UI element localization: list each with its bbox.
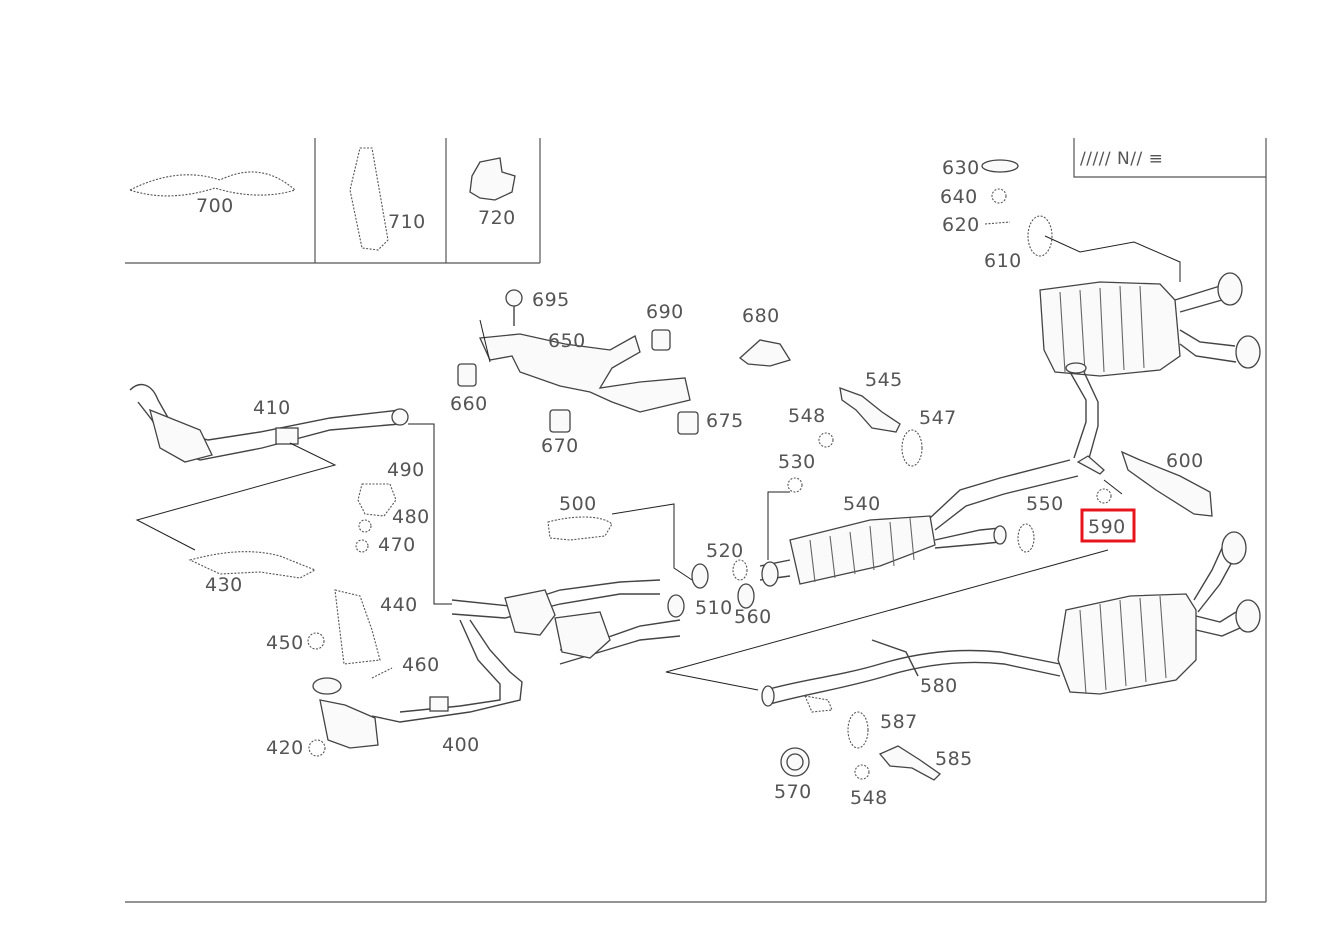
part-label-690[interactable]: 690 xyxy=(646,301,684,323)
part-520-clamp[interactable]: 520 xyxy=(706,540,748,581)
part-695-bolt[interactable]: 695 xyxy=(505,289,570,326)
part-545-bracket[interactable]: 545 xyxy=(839,369,903,433)
part-label-660[interactable]: 660 xyxy=(450,393,488,415)
rear-silencer-right[interactable] xyxy=(1039,235,1261,463)
part-570-clamp[interactable]: 570 xyxy=(774,747,812,803)
part-540-middle-silencer[interactable]: 540 xyxy=(759,459,1079,587)
part-label-547[interactable]: 547 xyxy=(919,407,957,429)
part-label-670[interactable]: 670 xyxy=(541,435,579,457)
part-label-695[interactable]: 695 xyxy=(532,289,570,311)
part-label-548-bottom[interactable]: 548 xyxy=(850,787,888,809)
part-440-bracket[interactable]: 440 xyxy=(334,589,418,665)
part-670-clip[interactable]: 670 xyxy=(541,409,579,457)
part-410-front-pipe-right[interactable]: 410 xyxy=(129,383,409,463)
part-label-440[interactable]: 440 xyxy=(380,594,418,616)
part-label-650[interactable]: 650 xyxy=(548,330,586,352)
part-label-530[interactable]: 530 xyxy=(778,451,816,473)
part-label-490[interactable]: 490 xyxy=(387,459,425,481)
part-630-gasket[interactable]: 630 xyxy=(942,157,1019,179)
part-label-410[interactable]: 410 xyxy=(253,397,291,419)
part-label-710[interactable]: 710 xyxy=(388,211,426,233)
part-660-clip[interactable]: 660 xyxy=(450,363,488,415)
part-620-bolt[interactable]: 620 xyxy=(942,214,1011,236)
part-550-rubber-mount[interactable]: 550 xyxy=(1017,493,1064,553)
part-label-680[interactable]: 680 xyxy=(742,305,780,327)
part-690-clip[interactable]: 690 xyxy=(646,301,684,351)
part-label-640[interactable]: 640 xyxy=(940,186,978,208)
part-640-washer[interactable]: 640 xyxy=(940,186,1007,208)
part-label-400[interactable]: 400 xyxy=(442,734,480,756)
leader-580-box xyxy=(665,549,1109,691)
part-label-510[interactable]: 510 xyxy=(695,597,733,619)
part-label-610[interactable]: 610 xyxy=(984,250,1022,272)
part-label-630[interactable]: 630 xyxy=(942,157,980,179)
part-480-nut[interactable]: 480 xyxy=(358,506,430,533)
part-650-heat-shield-bracket[interactable]: 650 xyxy=(479,319,691,413)
part-label-720[interactable]: 720 xyxy=(478,207,516,229)
part-610-rubber-mount[interactable]: 610 xyxy=(984,215,1053,272)
part-490-rubber-mount[interactable]: 490 xyxy=(357,459,425,517)
part-470-bolt[interactable]: 470 xyxy=(355,534,416,556)
part-600-hanger-bracket[interactable]: 600 xyxy=(1120,450,1213,517)
part-label-548-top[interactable]: 548 xyxy=(788,405,826,427)
part-510-clamp[interactable]: 510 xyxy=(667,563,733,619)
manufacturer-logo: ∕∕∕∕∕ N∕∕ ≡ xyxy=(1080,149,1163,169)
part-label-545[interactable]: 545 xyxy=(865,369,903,391)
part-label-420[interactable]: 420 xyxy=(266,737,304,759)
part-label-470[interactable]: 470 xyxy=(378,534,416,556)
part-label-430[interactable]: 430 xyxy=(205,574,243,596)
part-560-ring[interactable]: 560 xyxy=(734,583,772,628)
part-label-550[interactable]: 550 xyxy=(1026,493,1064,515)
part-547-rubber-mount[interactable]: 547 xyxy=(901,407,957,467)
part-label-560[interactable]: 560 xyxy=(734,606,772,628)
part-587-rubber-mount[interactable]: 587 xyxy=(847,711,918,749)
part-585-bracket[interactable]: 585 xyxy=(878,745,973,781)
part-430-heat-shield[interactable]: 430 xyxy=(188,551,317,596)
part-label-520[interactable]: 520 xyxy=(706,540,744,562)
part-460-bolt[interactable]: 460 xyxy=(371,654,440,679)
part-450-nut[interactable]: 450 xyxy=(266,632,325,654)
part-548-nut-bottom[interactable]: 548 xyxy=(850,764,888,809)
highlight-box-590 xyxy=(1080,508,1136,543)
part-label-580[interactable]: 580 xyxy=(920,675,958,697)
leader-410 xyxy=(408,423,452,605)
leader-430-box xyxy=(135,442,337,551)
part-680-bracket[interactable]: 680 xyxy=(738,305,792,367)
part-548-nut-top[interactable]: 548 xyxy=(788,405,834,448)
part-label-620[interactable]: 620 xyxy=(942,214,980,236)
part-label-600[interactable]: 600 xyxy=(1166,450,1204,472)
part-530-clamp[interactable]: 530 xyxy=(767,451,816,560)
part-400-front-pipe-assembly[interactable]: 400 xyxy=(312,579,681,756)
part-420-gasket[interactable]: 420 xyxy=(266,737,326,759)
part-label-460[interactable]: 460 xyxy=(402,654,440,676)
part-label-500[interactable]: 500 xyxy=(559,493,597,515)
part-720-bracket-inset[interactable]: 720 xyxy=(469,157,516,229)
part-label-585[interactable]: 585 xyxy=(935,748,973,770)
part-580-rear-pipe[interactable]: 580 xyxy=(761,639,1061,713)
part-label-590[interactable]: 590 xyxy=(1088,516,1126,538)
part-710-clamp-inset[interactable]: 710 xyxy=(349,147,426,251)
part-590-clamp[interactable]: 590 xyxy=(1076,455,1136,543)
part-label-450[interactable]: 450 xyxy=(266,632,304,654)
part-label-480[interactable]: 480 xyxy=(392,506,430,528)
part-700-heat-shield-inset[interactable]: 700 xyxy=(128,171,297,217)
logo-text: ∕∕∕∕∕ N∕∕ ≡ xyxy=(1080,149,1163,169)
part-500-heat-shield[interactable]: 500 xyxy=(547,493,693,581)
rear-silencer-left[interactable] xyxy=(1057,531,1261,695)
part-label-587[interactable]: 587 xyxy=(880,711,918,733)
part-label-700[interactable]: 700 xyxy=(196,195,234,217)
part-label-675[interactable]: 675 xyxy=(706,410,744,432)
diagram-frame xyxy=(125,138,1267,903)
part-label-570[interactable]: 570 xyxy=(774,781,812,803)
part-label-540[interactable]: 540 xyxy=(843,493,881,515)
part-675-clip[interactable]: 675 xyxy=(677,410,744,435)
